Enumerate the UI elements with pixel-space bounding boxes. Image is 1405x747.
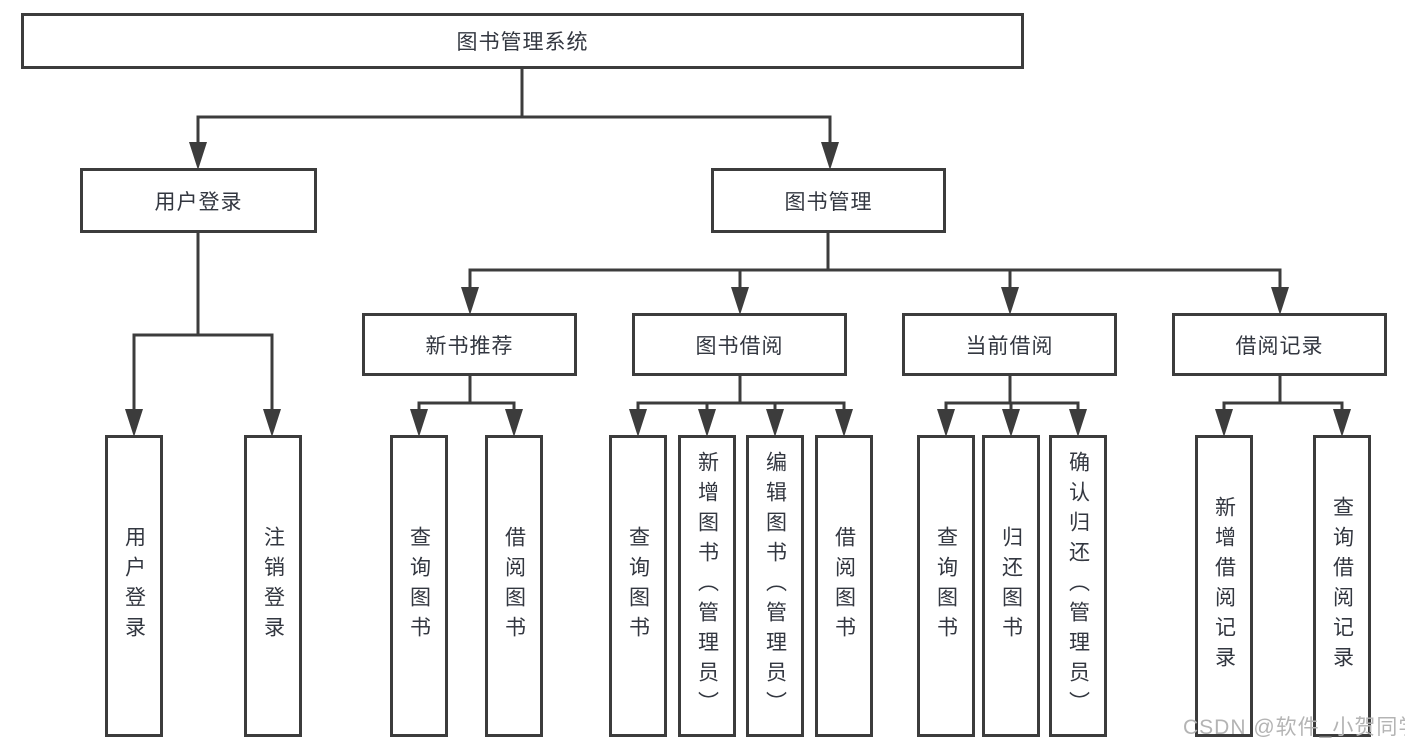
node-root-library-system: 图书管理系统 — [21, 13, 1024, 69]
node-new-book-recommendation: 新书推荐 — [362, 313, 577, 376]
node-book-borrowing: 图书借阅 — [632, 313, 847, 376]
arrowheads — [125, 142, 1351, 437]
leaf-user-login: 用户登录 — [105, 435, 163, 737]
leaf-return-books: 归还图书 — [982, 435, 1040, 737]
node-user-login-branch: 用户登录 — [80, 168, 317, 233]
leaf-query-books-borrowing: 查询图书 — [609, 435, 667, 737]
node-current-borrowing: 当前借阅 — [902, 313, 1117, 376]
leaf-confirm-return-admin: 确认归还（管理员） — [1049, 435, 1107, 737]
leaf-borrow-books-borrowing: 借阅图书 — [815, 435, 873, 737]
leaf-add-book-admin: 新增图书（管理员） — [678, 435, 736, 737]
leaf-query-borrow-record: 查询借阅记录 — [1313, 435, 1371, 737]
csdn-watermark: CSDN @软件_小贺同学 — [1183, 716, 1405, 739]
leaf-borrow-books-recommend: 借阅图书 — [485, 435, 543, 737]
node-book-management-branch: 图书管理 — [711, 168, 946, 233]
leaf-query-books-recommend: 查询图书 — [390, 435, 448, 737]
leaf-edit-book-admin: 编辑图书（管理员） — [746, 435, 804, 737]
leaf-add-borrow-record: 新增借阅记录 — [1195, 435, 1253, 737]
node-borrowing-records: 借阅记录 — [1172, 313, 1387, 376]
leaf-logout: 注销登录 — [244, 435, 302, 737]
leaf-query-books-current: 查询图书 — [917, 435, 975, 737]
